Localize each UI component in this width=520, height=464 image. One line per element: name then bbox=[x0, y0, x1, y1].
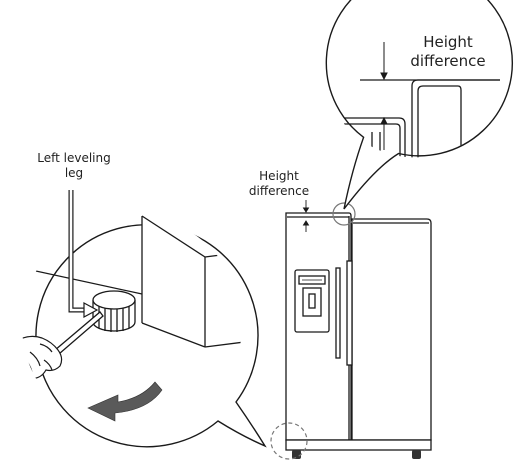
fridge-base bbox=[285, 439, 432, 451]
right-door bbox=[351, 218, 432, 441]
labels: Left leveling leg Height difference Heig… bbox=[37, 33, 485, 198]
top-detail-marker bbox=[332, 202, 356, 226]
zoom-door-edges bbox=[344, 79, 500, 158]
height-difference-label-line2: difference bbox=[249, 184, 309, 198]
zoom-height-difference-label-line1: Height bbox=[423, 33, 473, 51]
leveling-leg bbox=[92, 290, 136, 332]
right-door-handle bbox=[346, 260, 353, 366]
leg-detail-marker bbox=[270, 422, 308, 460]
left-leveling-leg-label-line1: Left leveling bbox=[37, 151, 110, 165]
height-difference-arrows bbox=[302, 200, 310, 232]
top-zoom-bubble bbox=[325, 0, 514, 210]
dispenser-paddle bbox=[308, 293, 316, 309]
left-leveling-leg-label-line2: leg bbox=[65, 166, 83, 180]
left-door-handle bbox=[335, 267, 341, 359]
zoom-bubble-outline bbox=[325, 0, 514, 210]
zoom-height-arrows bbox=[376, 42, 392, 150]
caster-left bbox=[292, 450, 301, 459]
curved-arrow-left-icon bbox=[87, 381, 163, 422]
refrigerator bbox=[285, 212, 432, 451]
casters bbox=[292, 450, 421, 459]
height-difference-label-line1: Height bbox=[259, 169, 299, 183]
zoom-height-difference-label-line2: difference bbox=[410, 52, 485, 70]
leveling-leg-pointer bbox=[68, 190, 99, 319]
leg-zoom-bubble bbox=[22, 215, 267, 448]
caster-right bbox=[412, 450, 421, 459]
